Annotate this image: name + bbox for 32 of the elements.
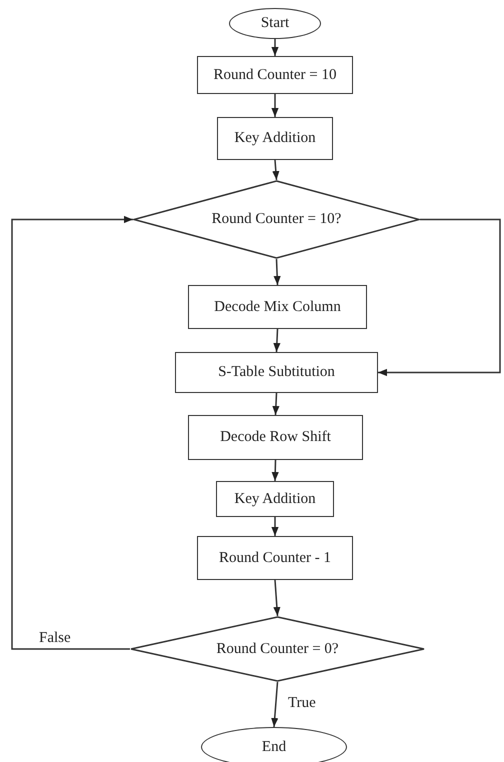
arrow [273, 580, 280, 616]
arrow [271, 517, 279, 536]
node-text: Start [260, 15, 290, 32]
arrow [271, 682, 278, 728]
node-text: Round Counter - 1 [218, 550, 332, 566]
node-text: S-Table Subtitution [218, 364, 335, 381]
decision-diamond [133, 180, 420, 259]
arrow [274, 258, 281, 286]
process-box [197, 536, 353, 580]
arrow [272, 392, 280, 416]
arrow [271, 39, 279, 56]
node-text: Key Addition [234, 490, 316, 508]
node-text: Decode Mix Column [214, 298, 341, 316]
node-text: End [262, 738, 286, 756]
arrow [378, 218, 501, 376]
arrow [272, 460, 279, 482]
node-text: Round Counter = 10 [213, 66, 337, 84]
process-box [175, 352, 378, 393]
decision-diamond [130, 616, 425, 682]
process-box [188, 285, 367, 329]
node-text: Round Counter = 10? [212, 211, 342, 228]
arrow [11, 216, 133, 650]
arrow [273, 328, 280, 352]
node-text: Decode Row Shift [220, 429, 331, 446]
process-box [197, 56, 353, 94]
process-box [217, 117, 333, 160]
process-box [188, 415, 363, 460]
arrow [272, 160, 280, 180]
arrow [271, 94, 279, 117]
node-text: Key Addition [234, 130, 316, 147]
node-text: Round Counter = 0? [216, 640, 339, 658]
process-box [216, 481, 334, 517]
